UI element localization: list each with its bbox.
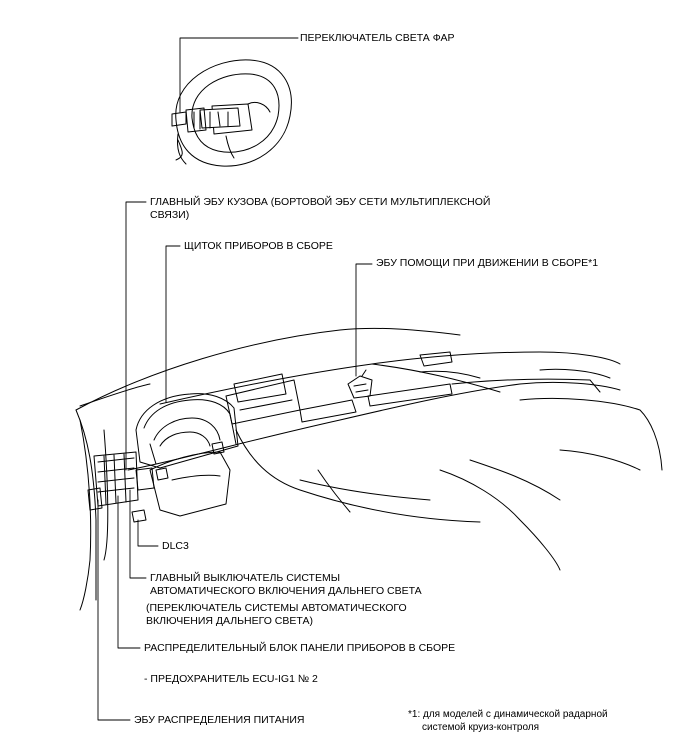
instrument-panel-drawing — [75, 327, 663, 611]
dlc3-label: DLC3 — [162, 540, 189, 552]
dlc3-drawing — [131, 509, 147, 523]
steering-wheel-drawing — [171, 59, 292, 167]
auto-high-beam-switch-label-line2: ВКЛЮЧЕНИЯ ДАЛЬНЕГО СВЕТА) — [146, 615, 313, 627]
footnote-line1: *1: для моделей с динамической радарной — [408, 709, 608, 720]
main-body-ecu-label-line1: ГЛАВНЫЙ ЭБУ КУЗОВА (БОРТОВОЙ ЭБУ СЕТИ МУ… — [150, 196, 491, 208]
headlight-switch-label: ПЕРЕКЛЮЧАТЕЛЬ СВЕТА ФАР — [300, 32, 455, 44]
junction-block-drawing — [87, 451, 155, 511]
combination-meter-label: ЩИТОК ПРИБОРОВ В СБОРЕ — [184, 240, 333, 252]
auto-high-beam-main-switch-label-line2: АВТОМАТИЧЕСКОГО ВКЛЮЧЕНИЯ ДАЛЬНЕГО СВЕТА — [150, 585, 422, 597]
auto-high-beam-main-switch-label-line1: ГЛАВНЫЙ ВЫКЛЮЧАТЕЛЬ СИСТЕМЫ — [150, 572, 341, 584]
auto-high-beam-switch-label-line1: (ПЕРЕКЛЮЧАТЕЛЬ СИСТЕМЫ АВТОМАТИЧЕСКОГО — [146, 602, 407, 614]
combination-meter-drawing — [135, 393, 239, 481]
driving-support-ecu-drawing — [347, 369, 373, 399]
main-body-ecu-label-line2: СВЯЗИ) — [150, 209, 190, 221]
footnote-line2: системой круиз-контроля — [422, 722, 540, 733]
driving-support-ecu-label: ЭБУ ПОМОЩИ ПРИ ДВИЖЕНИИ В СБОРЕ*1 — [376, 257, 599, 269]
power-distribution-ecu-label: ЭБУ РАСПРЕДЕЛЕНИЯ ПИТАНИЯ — [134, 714, 305, 726]
leader-lines — [97, 37, 373, 721]
lower-panel-drawing — [149, 451, 231, 517]
instrument-panel-junction-block-label: РАСПРЕДЕЛИТЕЛЬНЫЙ БЛОК ПАНЕЛИ ПРИБОРОВ В… — [144, 642, 456, 654]
ecu-ig1-fuse-label: - ПРЕДОХРАНИТЕЛЬ ECU-IG1 № 2 — [144, 673, 318, 685]
